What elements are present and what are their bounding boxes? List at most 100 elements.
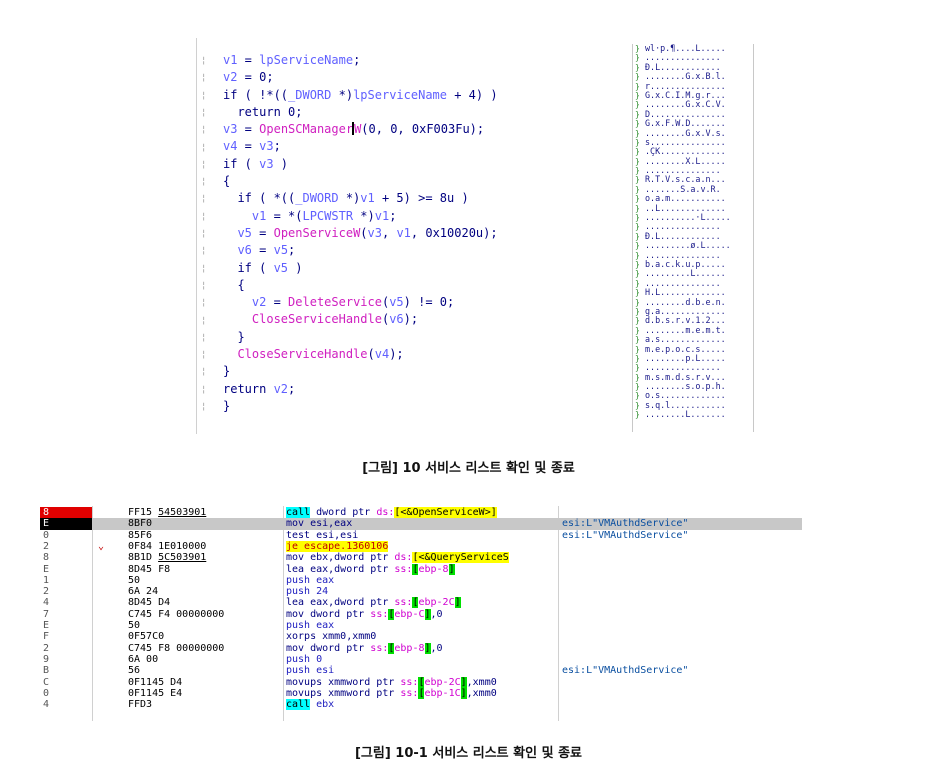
row-marker: 2 xyxy=(40,540,92,553)
hex-row: wl·p.¶....L..... xyxy=(633,44,753,54)
opcode-bytes: 8D45 D4 xyxy=(128,597,171,609)
code-token[interactable]: v3 xyxy=(259,139,274,154)
instruction-token: movups xmmword ptr xyxy=(286,687,401,699)
code-token: ; xyxy=(389,208,397,223)
hex-row: ............... xyxy=(633,52,753,63)
code-token[interactable]: v5 xyxy=(389,295,404,310)
code-token[interactable]: v3 xyxy=(367,225,382,240)
hex-row: Ð.L............ xyxy=(633,62,753,73)
code-token[interactable]: v2 xyxy=(223,70,238,85)
hex-row: ........G.x.V.s. xyxy=(633,128,753,139)
code-token[interactable]: lpServiceName xyxy=(259,53,354,67)
code-token[interactable]: v2 xyxy=(251,295,267,310)
code-token: ); xyxy=(389,347,404,362)
gutter-mark: ¦ xyxy=(201,402,207,412)
hex-row: ........L....... xyxy=(633,409,753,420)
row-marker: B xyxy=(40,665,92,677)
hex-row: b.a.c.k.u.p..... xyxy=(633,259,753,270)
code-token[interactable]: v1 xyxy=(251,208,267,223)
instruction-token: ebp-8 xyxy=(418,563,449,575)
gutter-mark: ¦ xyxy=(201,263,207,274)
code-token[interactable]: OpenServiceW xyxy=(273,225,361,240)
instruction: push 24 xyxy=(286,586,328,597)
code-token: (0, 0, 0xF003Fu); xyxy=(361,122,485,137)
instruction-token: [ xyxy=(412,563,419,575)
code-token[interactable]: v4 xyxy=(374,347,390,362)
hex-strings-pane[interactable]: wl·p.¶....L....................Ð.L......… xyxy=(632,44,754,432)
opcode-bytes: FF15 54503901 xyxy=(128,507,207,518)
code-token[interactable]: v2 xyxy=(273,381,289,396)
code-token[interactable]: v5 xyxy=(237,225,252,240)
code-token[interactable]: v1 xyxy=(374,208,390,223)
instruction: call ebx xyxy=(286,699,334,711)
opcode-bytes: 50 xyxy=(128,620,141,631)
hex-row: s.q.l........... xyxy=(633,400,753,411)
instruction: test esi,esi xyxy=(286,530,358,541)
instruction: xorps xmm0,xmm0 xyxy=(286,631,376,642)
code-token[interactable]: v6 xyxy=(237,243,252,258)
code-token: = xyxy=(266,295,289,310)
gutter-mark: ¦ xyxy=(201,142,207,153)
code-token[interactable]: v3 xyxy=(259,156,274,171)
code-token[interactable]: CloseServiceHandle xyxy=(237,347,368,362)
code-token[interactable]: DeleteService xyxy=(288,295,382,310)
code-token[interactable]: OpenSCManagerW xyxy=(259,122,362,137)
pseudocode-pane[interactable]: ¦¦¦¦¦¦¦¦¦¦¦¦¦¦¦¦¦¦¦¦¦ v1 = lpServiceName… xyxy=(196,38,629,434)
hex-row: ..L............. xyxy=(633,203,753,214)
row-marker: 7 xyxy=(40,608,92,620)
code-token[interactable]: v1 xyxy=(396,225,411,240)
code-line: { xyxy=(223,173,498,190)
row-marker: 9 xyxy=(40,653,92,666)
instruction: mov dword ptr ss:[ebp-8],0 xyxy=(286,642,443,654)
instruction: call dword ptr ds:[<&OpenServiceW>] xyxy=(286,507,497,518)
code-token[interactable]: v4 xyxy=(223,139,238,154)
code-token[interactable]: v1 xyxy=(360,191,375,206)
gutter-mark: ¦ xyxy=(201,90,207,101)
opcode-bytes: 8BF0 xyxy=(128,518,153,530)
instruction-token: ,xmm0 xyxy=(466,676,497,688)
code-token: { xyxy=(223,277,245,292)
code-token[interactable]: CloseServiceHandle xyxy=(251,312,382,327)
instruction-token: ss: xyxy=(370,642,389,654)
code-token[interactable]: v1 xyxy=(223,53,238,67)
opcode-bytes: 8B1D 5C503901 xyxy=(128,552,207,564)
code-token[interactable]: v5 xyxy=(273,260,289,275)
hex-row: ........p.L..... xyxy=(633,353,753,364)
code-token[interactable]: v6 xyxy=(389,312,404,327)
instruction-token: ebp-1C xyxy=(424,687,461,699)
code-token[interactable]: v5 xyxy=(273,243,289,258)
pseudocode-lines: v1 = lpServiceName;v2 = 0;if ( !*((_DWOR… xyxy=(223,52,498,415)
code-token: *) xyxy=(353,208,375,223)
code-token[interactable]: v3 xyxy=(223,122,238,137)
code-token: } xyxy=(223,329,245,344)
gutter-mark: ¦ xyxy=(201,229,207,239)
code-token: return xyxy=(223,381,274,396)
code-token: _DWORD xyxy=(295,191,339,206)
code-token: = xyxy=(237,139,260,154)
instruction-token: lea eax,dword ptr xyxy=(286,563,395,575)
instruction-token: ] xyxy=(460,687,467,699)
instruction: movups xmmword ptr ss:[ebp-2C],xmm0 xyxy=(286,676,497,688)
instruction-token: push 0 xyxy=(286,653,323,665)
hex-row: .ÇK............. xyxy=(633,146,753,157)
code-token[interactable]: lpServiceName xyxy=(353,87,447,102)
